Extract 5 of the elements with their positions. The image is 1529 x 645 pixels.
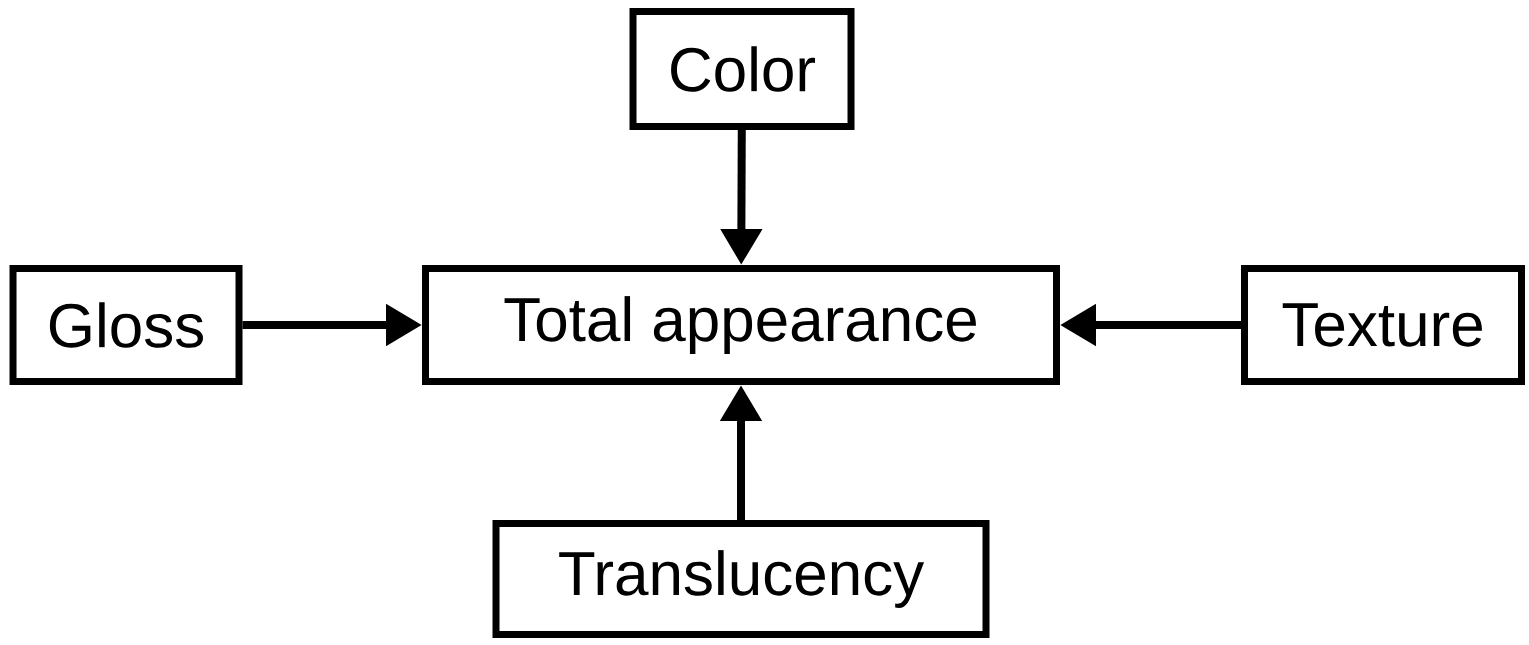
box: Texture [1241, 265, 1525, 385]
box: Total appearance [422, 265, 1060, 385]
box: Gloss [9, 265, 243, 385]
box: Translucency [492, 520, 990, 638]
box: Color [629, 8, 855, 130]
